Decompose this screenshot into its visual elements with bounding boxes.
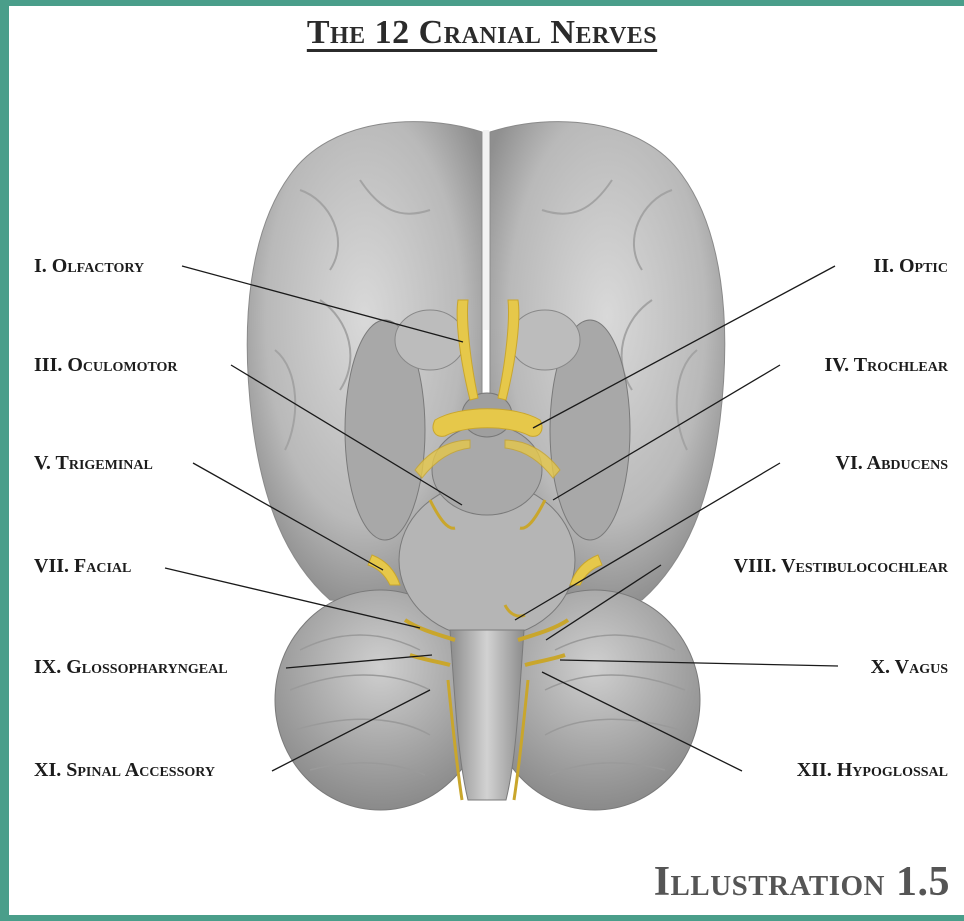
label-nerve-VIII: VIII. Vestibulocochlear <box>734 556 948 576</box>
illustration-caption: Illustration 1.5 <box>654 858 950 906</box>
label-nerve-VII: VII. Facial <box>34 556 131 576</box>
label-nerve-V: V. Trigeminal <box>34 453 153 473</box>
label-nerve-IX: IX. Glossopharyngeal <box>34 657 228 677</box>
label-nerve-X: X. Vagus <box>871 657 948 677</box>
label-nerve-II: II. Optic <box>873 256 948 276</box>
label-nerve-XI: XI. Spinal Accessory <box>34 760 215 780</box>
label-nerve-VI: VI. Abducens <box>836 453 948 473</box>
label-nerve-XII: XII. Hypoglossal <box>797 760 948 780</box>
label-nerve-I: I. Olfactory <box>34 256 144 276</box>
label-nerve-IV: IV. Trochlear <box>824 355 948 375</box>
label-nerve-III: III. Oculomotor <box>34 355 178 375</box>
